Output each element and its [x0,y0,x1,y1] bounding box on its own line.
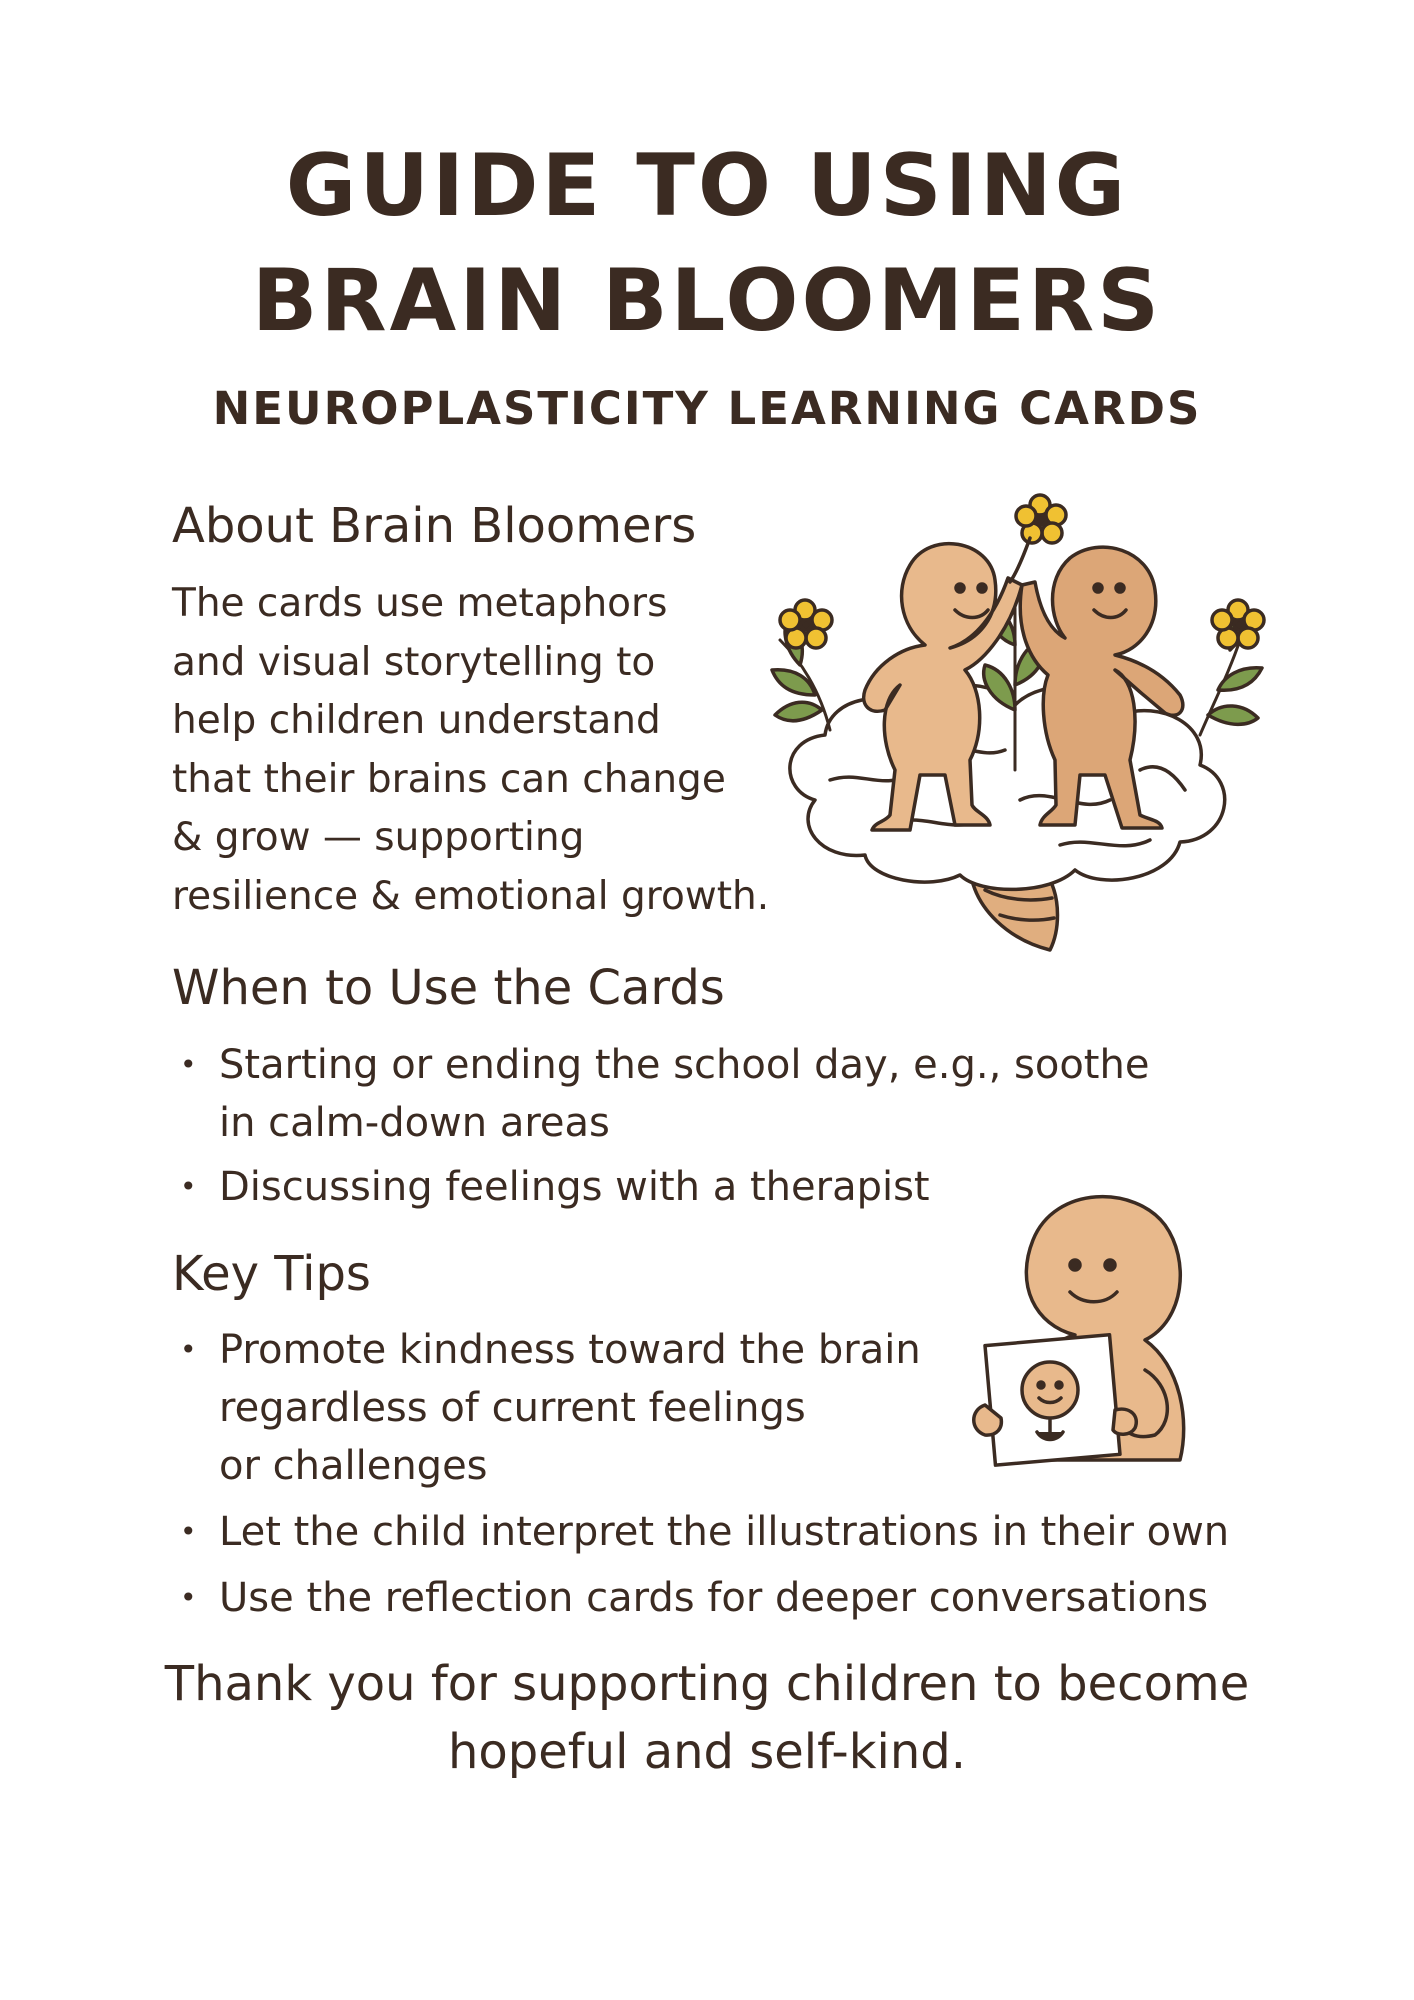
when-heading: When to Use the Cards [172,960,725,1016]
list-item: Use the reflection cards for deeper conv… [172,1569,1272,1627]
when-list: Starting or ending the school day, e.g.,… [172,1036,1172,1222]
tips-heading: Key Tips [172,1246,371,1302]
title-line-1: GUIDE TO USING [285,136,1129,236]
list-item: Discussing feelings with a therapist [172,1158,1172,1216]
list-item: Promote kindness toward the brain regard… [172,1321,1272,1495]
about-heading: About Brain Bloomers [172,498,697,554]
title-line-2: BRAIN BLOOMERS [251,251,1163,351]
friends-on-brain-illustration [770,493,1266,952]
subtitle: NEUROPLASTICITY LEARNING CARDS [212,382,1202,435]
about-body: The cards use metaphors and visual story… [172,581,770,919]
tips-list: Promote kindness toward the brain regard… [172,1321,1272,1635]
list-item: Let the child interpret the illustration… [172,1503,1272,1561]
thank-you-message: Thank you for supporting children to bec… [164,1656,1250,1780]
list-item: Starting or ending the school day, e.g.,… [172,1036,1172,1152]
